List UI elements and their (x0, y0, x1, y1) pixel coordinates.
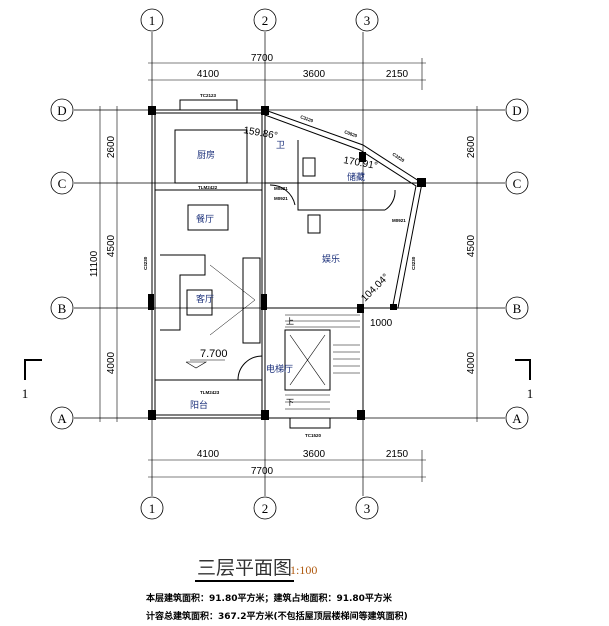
axis-bubble-left-d: D (50, 98, 74, 122)
svg-text:1: 1 (149, 13, 156, 28)
label-door-m0921-b: M0921 (392, 218, 406, 223)
label-window-c3230-left: C3230 (143, 256, 148, 270)
label-window-c3220-a: C3220 (300, 114, 315, 123)
dim-top-2: 3600 (303, 69, 326, 80)
label-door-tlm2422: TLM2422 (198, 185, 218, 190)
svg-text:7.700: 7.700 (200, 348, 228, 360)
dim-balcony-offset: 1000 (370, 318, 393, 329)
dim-bottom-2: 3600 (303, 449, 326, 460)
svg-text:A: A (57, 411, 67, 426)
section-marker-right: 1 (515, 359, 534, 401)
label-window-kitchen: TC2123 (200, 93, 217, 98)
svg-text:D: D (512, 103, 521, 118)
svg-text:D: D (57, 103, 66, 118)
dim-bottom-1: 4100 (197, 449, 220, 460)
structural-columns (148, 106, 426, 420)
dim-left-3: 4000 (106, 351, 117, 374)
axis-bubble-right-d: D (505, 98, 529, 122)
svg-text:1: 1 (149, 501, 156, 516)
room-bathroom: 卫 (276, 141, 285, 151)
drawing-scale: 1:100 (290, 563, 318, 577)
label-window-tc1520: TC1520 (305, 433, 322, 438)
svg-text:1: 1 (527, 386, 534, 401)
axis-bubble-bottom-3: 3 (355, 496, 379, 520)
room-storage: 储藏 (347, 171, 365, 183)
svg-text:C: C (513, 176, 522, 191)
svg-text:2: 2 (262, 13, 269, 28)
axis-bubble-left-c: C (50, 171, 74, 195)
axis-bubble-left-b: B (50, 296, 74, 320)
svg-text:1: 1 (22, 386, 29, 401)
axis-bubble-right-a: A (505, 406, 529, 430)
dimension-lines (99, 58, 478, 482)
axis-bubble-top-3: 3 (355, 8, 379, 32)
dim-right-3: 4000 (466, 351, 477, 374)
svg-text:C: C (58, 176, 67, 191)
svg-text:B: B (58, 301, 67, 316)
area-note-1: 本层建筑面积：91.80平方米；建筑占地面积：91.80平方米 (146, 594, 392, 604)
stairs (285, 314, 360, 410)
axis-bubble-top-1: 1 (140, 8, 164, 32)
label-window-c3230-right: C3230 (411, 256, 416, 270)
axis-bubble-right-b: B (505, 296, 529, 320)
svg-text:3: 3 (364, 501, 371, 516)
dim-top-3: 2150 (386, 69, 409, 80)
label-window-c3220-b: C3220 (391, 152, 405, 164)
dim-left-2: 4500 (106, 234, 117, 257)
room-balcony: 阳台 (190, 399, 208, 411)
svg-text:2: 2 (262, 501, 269, 516)
dim-left-1: 2600 (106, 135, 117, 158)
room-living: 客厅 (196, 293, 214, 305)
room-dining: 餐厅 (196, 213, 214, 225)
dim-right-1: 2600 (466, 135, 477, 158)
walls (151, 99, 423, 429)
dim-right-2: 4500 (466, 234, 477, 257)
axis-bubble-bottom-2: 2 (253, 496, 277, 520)
label-door-tlm2423: TLM2423 (200, 390, 220, 395)
room-entertainment: 娱乐 (322, 253, 340, 265)
drawing-title: 三层平面图 (195, 556, 295, 582)
angle-2: 170.91° (342, 155, 378, 172)
label-door-m0921-a: M0921 (274, 196, 288, 201)
svg-text:3: 3 (364, 13, 371, 28)
svg-text:A: A (512, 411, 522, 426)
room-kitchen: 厨房 (197, 149, 215, 161)
room-elevator-hall: 电梯厅 (266, 363, 293, 375)
axis-bubble-left-a: A (50, 406, 74, 430)
dim-total-top: 7700 (251, 53, 274, 64)
axis-bubble-bottom-1: 1 (140, 496, 164, 520)
label-stair-up: 上 (286, 317, 294, 326)
angle-3: 104.04° (359, 272, 391, 304)
axis-bubble-top-2: 2 (253, 8, 277, 32)
label-door-m0821: M0821 (274, 186, 288, 191)
label-window-c0820: C0820 (344, 129, 359, 138)
elevation-marker: 7.700 (185, 348, 228, 369)
axis-bubble-right-c: C (505, 171, 529, 195)
svg-text:B: B (513, 301, 522, 316)
area-note-2: 计容总建筑面积：367.2平方米(不包括屋顶层楼梯间等建筑面积) (146, 612, 408, 622)
angle-1: 159.86° (242, 125, 278, 142)
dim-total-bottom: 7700 (251, 466, 274, 477)
dim-total-left: 11100 (89, 250, 100, 277)
dim-top-1: 4100 (197, 69, 220, 80)
section-marker-left: 1 (22, 359, 42, 401)
label-stair-down: 下 (286, 398, 294, 407)
dim-bottom-3: 2150 (386, 449, 409, 460)
